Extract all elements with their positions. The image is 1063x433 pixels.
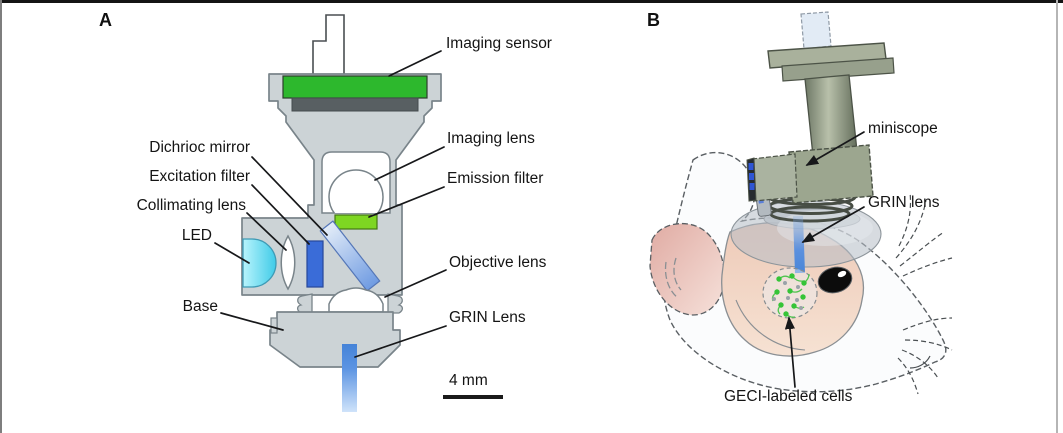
dichroic-mirror-shape: [319, 220, 381, 292]
label-emission-filter: Emission filter: [447, 170, 544, 187]
grin-lens-shape-b: [793, 215, 805, 274]
panel-a-letter: A: [99, 10, 112, 30]
led-shape: [242, 238, 277, 288]
label-excitation-filter: Excitation filter: [149, 168, 250, 185]
figure-left-border: [0, 0, 2, 433]
label-grin-lens-a: GRIN Lens: [449, 309, 526, 326]
sensor-cable-connector: [312, 14, 345, 76]
geci-labeled-cells-shape: [762, 267, 818, 319]
scale-bar-line: [443, 395, 503, 399]
base-tab: [270, 317, 278, 334]
imaging-lens-shape: [328, 169, 384, 213]
label-geci-cells: GECI-labeled cells: [724, 388, 853, 405]
miniscope-3d-render: [746, 11, 895, 204]
grin-lens-shape-a: [342, 344, 357, 412]
scale-bar-label: 4 mm: [449, 372, 488, 389]
sensor-board-shape: [800, 11, 832, 50]
label-grin-lens-b: GRIN lens: [868, 194, 940, 211]
figure-right-border: [1056, 0, 1058, 433]
camera-housing: [788, 144, 874, 204]
ear-inner-lines: [664, 257, 682, 299]
sensor-mount-shape: [291, 97, 419, 112]
label-base: Base: [182, 298, 218, 315]
label-objective-lens: Objective lens: [449, 254, 547, 271]
headcap-highlight: [777, 210, 873, 246]
label-dichroic-mirror: Dichrioc mirror: [149, 139, 250, 156]
excitation-filter-shape: [306, 240, 324, 288]
label-imaging-sensor: Imaging sensor: [446, 35, 552, 52]
mouse-mouth-line: [909, 355, 931, 369]
left-sprue-notch: [296, 293, 313, 314]
miniscope-cross-section: [241, 14, 442, 412]
panel-a-leader-lines: [214, 50, 447, 358]
panel-b-leader-lines: [784, 131, 865, 388]
cheek-line: [735, 299, 806, 351]
connector-pins: [748, 163, 755, 190]
label-imaging-lens: Imaging lens: [447, 130, 535, 147]
base-shape: [269, 311, 401, 368]
label-led: LED: [181, 227, 212, 244]
mouse-eye: [817, 266, 853, 294]
label-collimating-lens: Collimating lens: [136, 197, 246, 214]
cap-plate-bottom: [781, 57, 895, 82]
label-miniscope: miniscope: [868, 120, 938, 137]
panel-b-letter: B: [647, 10, 660, 30]
scope-cylinder: [804, 74, 858, 157]
figure-top-border: [0, 0, 1063, 3]
emission-filter-shape: [334, 214, 378, 230]
right-sprue-notch: [387, 293, 404, 314]
imaging-sensor-shape: [282, 75, 428, 99]
connector-housing: [751, 153, 798, 202]
objective-lens-shape: [328, 287, 384, 313]
mouse-whiskers: [895, 191, 953, 395]
